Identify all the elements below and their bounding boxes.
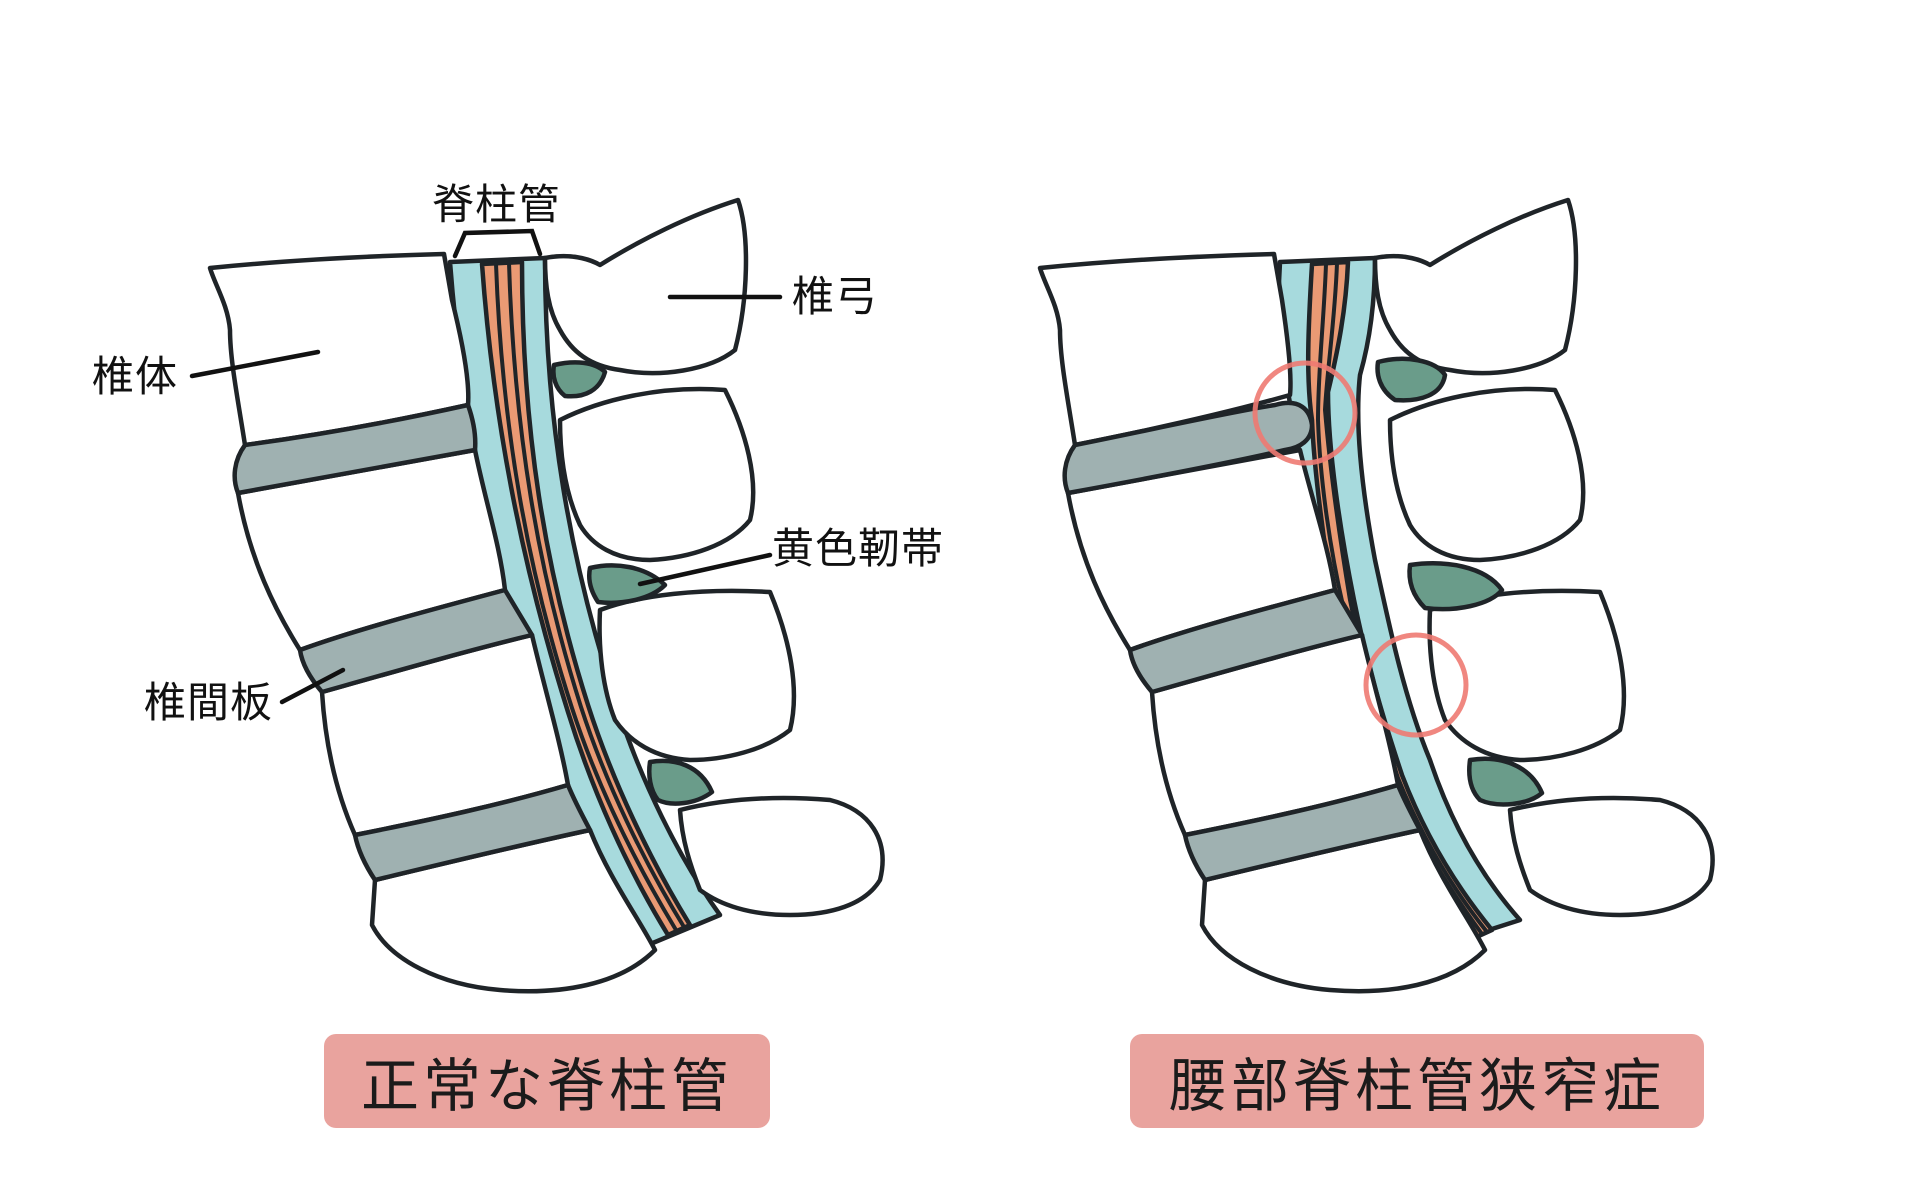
lamina-1	[1372, 197, 1579, 376]
disc-3	[352, 782, 593, 883]
compression-marker-ligament	[1363, 632, 1469, 738]
lamina-3	[597, 588, 797, 763]
label-intervertebral-disc: 椎間板	[144, 678, 274, 727]
ligamentum-flavum-1	[551, 360, 608, 399]
vertebral-body-1	[1037, 251, 1293, 448]
compression-marker-disc	[1252, 360, 1358, 466]
disc-2	[1127, 587, 1365, 695]
pointer-body	[189, 349, 321, 379]
normal-spine	[189, 197, 885, 994]
caption-normal: 正常な脊柱管	[324, 1034, 770, 1128]
label-lamina: 椎弓	[792, 272, 879, 321]
label-ligamentum-flavum: 黄色靭帯	[772, 524, 945, 573]
lamina-4	[1507, 795, 1715, 918]
label-vertebral-body: 椎体	[92, 352, 179, 401]
lamina-3	[1427, 588, 1627, 763]
pointer-ligament	[637, 552, 773, 587]
ligamentum-flavum-1	[1375, 356, 1448, 403]
lamina-1	[542, 197, 749, 376]
ligamentum-flavum-2	[587, 563, 668, 606]
ligamentum-flavum-3	[1467, 756, 1545, 807]
pointer-disc	[279, 667, 346, 705]
ligamentum-flavum-thickened	[1407, 561, 1505, 612]
lamina-2	[557, 386, 756, 563]
disc-bulging	[1062, 400, 1315, 496]
disc-1	[232, 402, 478, 496]
lamina-4	[677, 795, 885, 918]
ligamentum-flavum-3	[647, 758, 715, 806]
disc-3	[1182, 782, 1423, 883]
stenosis-spine	[1037, 197, 1715, 994]
canal-bracket	[452, 228, 543, 259]
nerve-bundle	[479, 259, 693, 938]
disc-2	[297, 587, 535, 695]
caption-stenosis: 腰部脊柱管狭窄症	[1130, 1034, 1704, 1128]
lamina-2	[1387, 386, 1586, 563]
label-spinal-canal: 脊柱管	[432, 180, 562, 229]
